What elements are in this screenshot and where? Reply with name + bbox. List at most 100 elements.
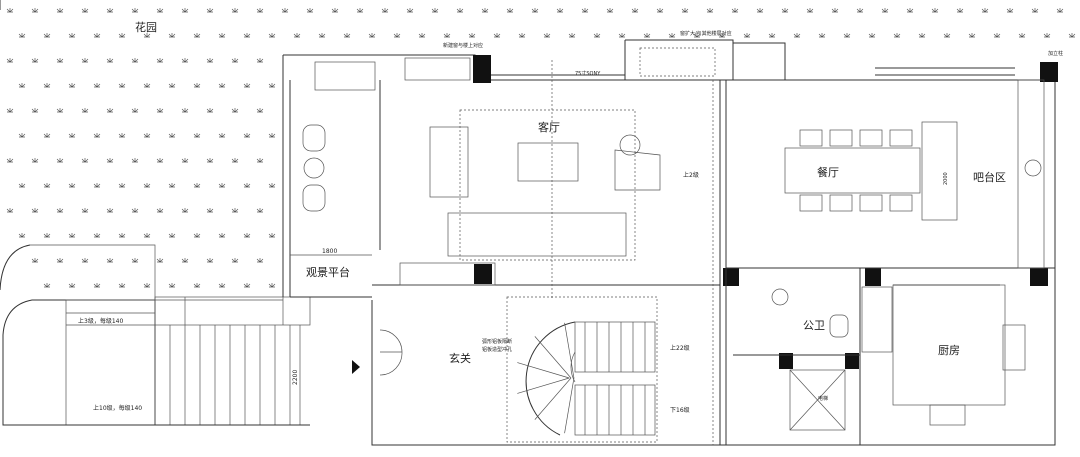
plant-symbol-icon <box>256 108 264 113</box>
plant-symbol-icon <box>681 8 689 13</box>
label-terrace: 观景平台 <box>306 265 350 279</box>
plant-symbol-icon <box>268 233 276 238</box>
plant-symbol-icon <box>318 33 326 38</box>
plant-symbol-icon <box>218 33 226 38</box>
dining-chair <box>799 194 823 212</box>
plant-symbol-icon <box>393 33 401 38</box>
main-staircase <box>517 321 656 436</box>
plant-symbol-icon <box>631 8 639 13</box>
plant-symbol-icon <box>131 108 139 113</box>
plant-symbol-icon <box>118 233 126 238</box>
plant-symbol-icon <box>156 158 164 163</box>
plant-symbol-icon <box>206 158 214 163</box>
plant-symbol-icon <box>131 158 139 163</box>
plant-symbol-icon <box>206 58 214 63</box>
plant-symbol-icon <box>181 208 189 213</box>
plant-symbol-icon <box>306 8 314 13</box>
plant-symbol-icon <box>93 33 101 38</box>
note-new-window: 新建窗与楼上对应 <box>443 42 483 49</box>
plant-symbol-icon <box>181 108 189 113</box>
plant-symbol-icon <box>268 283 276 288</box>
plant-symbol-icon <box>131 208 139 213</box>
note-down16: 下16级 <box>670 406 690 414</box>
plant-symbol-icon <box>43 183 51 188</box>
plant-symbol-icon <box>68 133 76 138</box>
plant-symbol-icon <box>181 258 189 263</box>
plant-symbol-icon <box>6 158 14 163</box>
stair-winder <box>534 336 572 379</box>
plant-symbol-icon <box>231 258 239 263</box>
plant-symbol-icon <box>156 58 164 63</box>
label-entry: 玄关 <box>449 351 471 365</box>
plant-symbol-icon <box>418 33 426 38</box>
note-up2: 上2级 <box>683 171 699 179</box>
plant-symbol-icon <box>218 83 226 88</box>
plant-symbol-icon <box>806 8 814 13</box>
plant-symbol-icon <box>656 8 664 13</box>
plant-symbol-icon <box>843 33 851 38</box>
plant-symbol-icon <box>181 158 189 163</box>
plant-symbol-icon <box>1031 8 1039 13</box>
plant-symbol-icon <box>193 183 201 188</box>
stair-winder <box>564 377 575 434</box>
plant-symbol-icon <box>6 108 14 113</box>
plant-symbol-icon <box>268 83 276 88</box>
plant-symbol-icon <box>756 8 764 13</box>
plant-symbol-icon <box>793 33 801 38</box>
plant-symbol-icon <box>668 33 676 38</box>
plant-symbol-icon <box>118 183 126 188</box>
stair-winder <box>517 377 570 394</box>
plant-symbol-icon <box>193 33 201 38</box>
plant-symbol-icon <box>831 8 839 13</box>
plant-symbol-icon <box>568 33 576 38</box>
plant-symbol-icon <box>456 8 464 13</box>
plant-symbol-icon <box>181 58 189 63</box>
plant-symbol-icon <box>68 183 76 188</box>
plant-symbol-icon <box>193 83 201 88</box>
plant-symbol-icon <box>68 283 76 288</box>
plant-symbol-icon <box>231 208 239 213</box>
sofa <box>447 212 627 257</box>
stair-winder <box>564 322 575 379</box>
plant-symbol-icon <box>131 8 139 13</box>
garden-boundary <box>0 0 31 291</box>
dining-chair <box>859 129 883 147</box>
plant-symbol-icon <box>106 108 114 113</box>
plant-symbol-icon <box>6 208 14 213</box>
entry-door <box>379 329 403 376</box>
plant-symbol-icon <box>1006 8 1014 13</box>
label-kitchen: 厨房 <box>938 344 960 357</box>
plant-symbol-icon <box>168 283 176 288</box>
plant-symbol-icon <box>56 8 64 13</box>
plant-symbol-icon <box>968 33 976 38</box>
plant-symbol-icon <box>606 8 614 13</box>
plant-symbol-icon <box>243 33 251 38</box>
plant-symbol-icon <box>881 8 889 13</box>
plant-symbol-icon <box>256 158 264 163</box>
plant-symbol-icon <box>168 83 176 88</box>
dining-chair <box>829 194 853 212</box>
plant-symbol-icon <box>181 8 189 13</box>
plant-symbol-icon <box>6 58 14 63</box>
plant-symbol-icon <box>368 33 376 38</box>
plant-symbol-icon <box>106 258 114 263</box>
plant-symbol-icon <box>68 83 76 88</box>
label-wc: 公卫 <box>803 319 825 332</box>
plant-symbol-icon <box>206 108 214 113</box>
plant-symbol-icon <box>143 233 151 238</box>
plant-symbol-icon <box>131 258 139 263</box>
plant-symbol-icon <box>56 108 64 113</box>
plant-symbol-icon <box>56 208 64 213</box>
plant-symbol-icon <box>293 33 301 38</box>
plant-symbol-icon <box>856 8 864 13</box>
plant-symbol-icon <box>156 258 164 263</box>
plant-symbol-icon <box>981 8 989 13</box>
plant-symbol-icon <box>443 33 451 38</box>
plant-symbol-icon <box>1056 8 1064 13</box>
plant-symbol-icon <box>481 8 489 13</box>
plant-symbol-icon <box>906 8 914 13</box>
note-tv: 75寸SONY <box>575 70 601 77</box>
plant-symbol-icon <box>81 208 89 213</box>
coffee-table <box>517 142 579 182</box>
